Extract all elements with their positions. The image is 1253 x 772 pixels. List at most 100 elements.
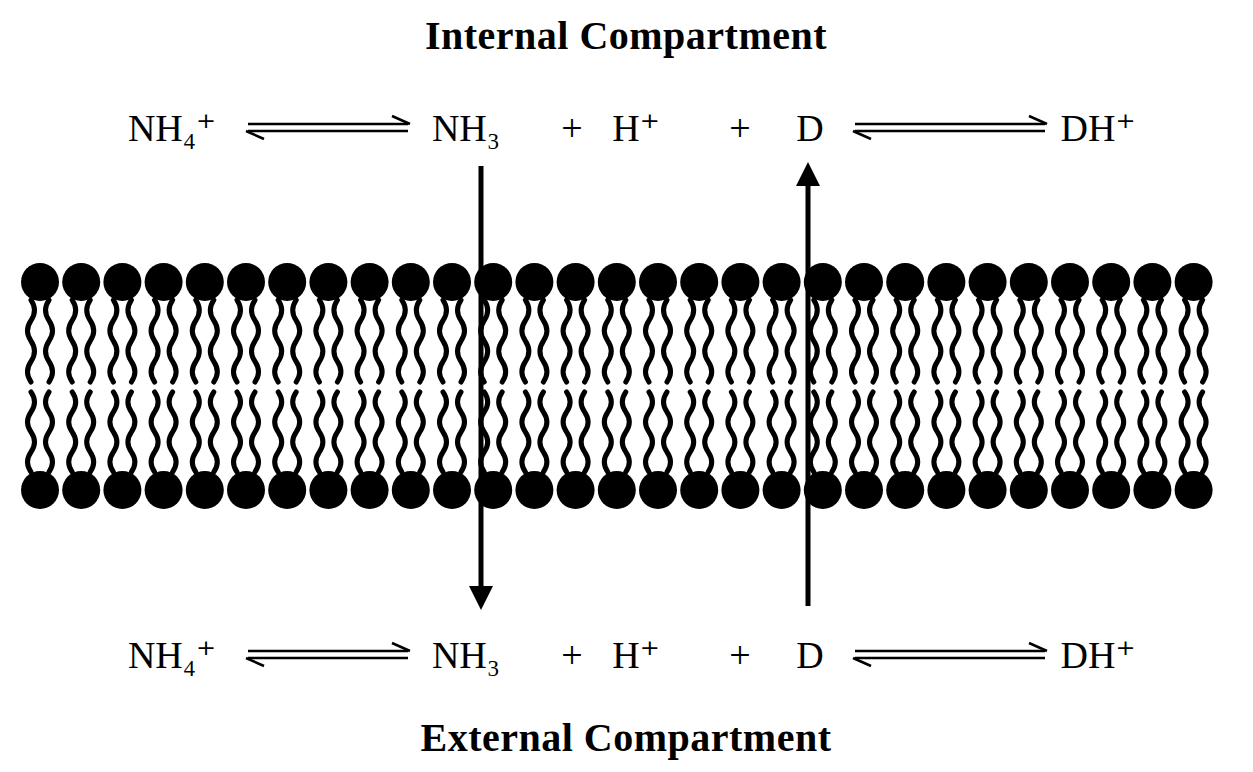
lipid-tail xyxy=(316,300,323,382)
lipid-tail xyxy=(1034,300,1041,382)
lipid-head xyxy=(227,471,265,509)
lipid-head xyxy=(721,471,759,509)
lipid-head xyxy=(515,263,553,301)
chemical-species: NH₄⁺ xyxy=(128,109,216,147)
plus-sign: + xyxy=(561,636,582,674)
chemical-species: H⁺ xyxy=(612,109,660,147)
lipid-head xyxy=(62,263,100,301)
lipid-tail xyxy=(357,392,364,472)
lipid-tail xyxy=(540,300,547,382)
lipid-head xyxy=(145,471,183,509)
lipid-head xyxy=(1092,471,1130,509)
lipid-tail xyxy=(952,300,959,382)
lipid-tail xyxy=(622,300,629,382)
lipid-tail xyxy=(275,300,282,382)
lipid-head xyxy=(515,471,553,509)
lipid-head xyxy=(392,471,430,509)
lipid-tail xyxy=(316,392,323,472)
lipid-head xyxy=(433,263,471,301)
lipid-tail xyxy=(1117,300,1124,382)
lipid-tail xyxy=(604,392,611,472)
lipid-tail xyxy=(192,300,199,382)
lipid-head xyxy=(21,263,59,301)
lipid-tail xyxy=(563,300,570,382)
lipid-head xyxy=(351,263,389,301)
lipid-head xyxy=(186,471,224,509)
lipid-tail xyxy=(1140,392,1147,472)
lipid-head xyxy=(969,263,1007,301)
lipid-tail xyxy=(69,392,76,472)
lipid-tail xyxy=(993,392,1000,472)
lipid-tail xyxy=(993,300,1000,382)
lipid-tail xyxy=(828,392,835,472)
lipid-head xyxy=(103,263,141,301)
transport-arrows xyxy=(469,162,820,610)
lipid-tail xyxy=(1099,392,1106,472)
lipid-tail xyxy=(252,300,259,382)
lipid-tail xyxy=(746,392,753,472)
lipid-head xyxy=(927,471,965,509)
lipid-tail xyxy=(210,300,217,382)
lipid-head xyxy=(309,263,347,301)
lipid-tail xyxy=(416,392,423,472)
chemical-species: DH⁺ xyxy=(1061,636,1136,674)
lipid-head xyxy=(1010,263,1048,301)
lipid-tail xyxy=(522,300,529,382)
lipid-tail xyxy=(664,300,671,382)
lipid-tail xyxy=(398,392,405,472)
lipid-tail xyxy=(1117,392,1124,472)
chemical-species: NH₃ xyxy=(432,636,500,674)
lipid-head xyxy=(886,263,924,301)
lipid-tail xyxy=(275,392,282,472)
lipid-tail xyxy=(646,300,653,382)
lipid-tail xyxy=(458,300,465,382)
lipid-tail xyxy=(746,300,753,382)
lipid-tail xyxy=(499,300,506,382)
lipid-tail xyxy=(952,392,959,472)
lipid-tail xyxy=(728,392,735,472)
lipid-tail xyxy=(893,392,900,472)
lipid-tail xyxy=(870,392,877,472)
lipid-head xyxy=(680,263,718,301)
lipid-tail xyxy=(69,300,76,382)
lipid-head xyxy=(927,263,965,301)
lipid-tail xyxy=(934,392,941,472)
lipid-head xyxy=(557,263,595,301)
lipid-tail xyxy=(458,392,465,472)
lipid-head xyxy=(639,263,677,301)
chemical-species: H⁺ xyxy=(612,636,660,674)
lipid-tail xyxy=(1058,392,1065,472)
lipid-tail xyxy=(687,300,694,382)
lipid-tail xyxy=(787,392,794,472)
lipid-head xyxy=(186,263,224,301)
lipid-tail xyxy=(540,392,547,472)
lipid-tail xyxy=(622,392,629,472)
lipid-tail xyxy=(28,300,35,382)
lipid-tail xyxy=(46,300,53,382)
lipid-head xyxy=(145,263,183,301)
lipid-heads xyxy=(21,263,1213,509)
lipid-tail xyxy=(687,392,694,472)
lipid-tail xyxy=(646,392,653,472)
lipid-tail xyxy=(1058,300,1065,382)
lipid-head xyxy=(1175,471,1213,509)
lipid-head xyxy=(62,471,100,509)
lipid-head xyxy=(639,471,677,509)
lipid-tail xyxy=(852,392,859,472)
lipid-tail xyxy=(1181,300,1188,382)
lipid-head xyxy=(969,471,1007,509)
lipid-tail xyxy=(769,300,776,382)
lipid-tail xyxy=(810,300,817,382)
lipid-head xyxy=(21,471,59,509)
lipid-tail xyxy=(1034,392,1041,472)
lipid-tail xyxy=(46,392,53,472)
lipid-tail xyxy=(128,300,135,382)
lipid-tail xyxy=(975,392,982,472)
lipid-tail xyxy=(375,300,382,382)
lipid-head xyxy=(598,471,636,509)
lipid-head xyxy=(1175,263,1213,301)
lipid-tail xyxy=(234,300,241,382)
lipid-tail xyxy=(563,392,570,472)
lipid-head xyxy=(763,471,801,509)
lipid-tail xyxy=(169,392,176,472)
